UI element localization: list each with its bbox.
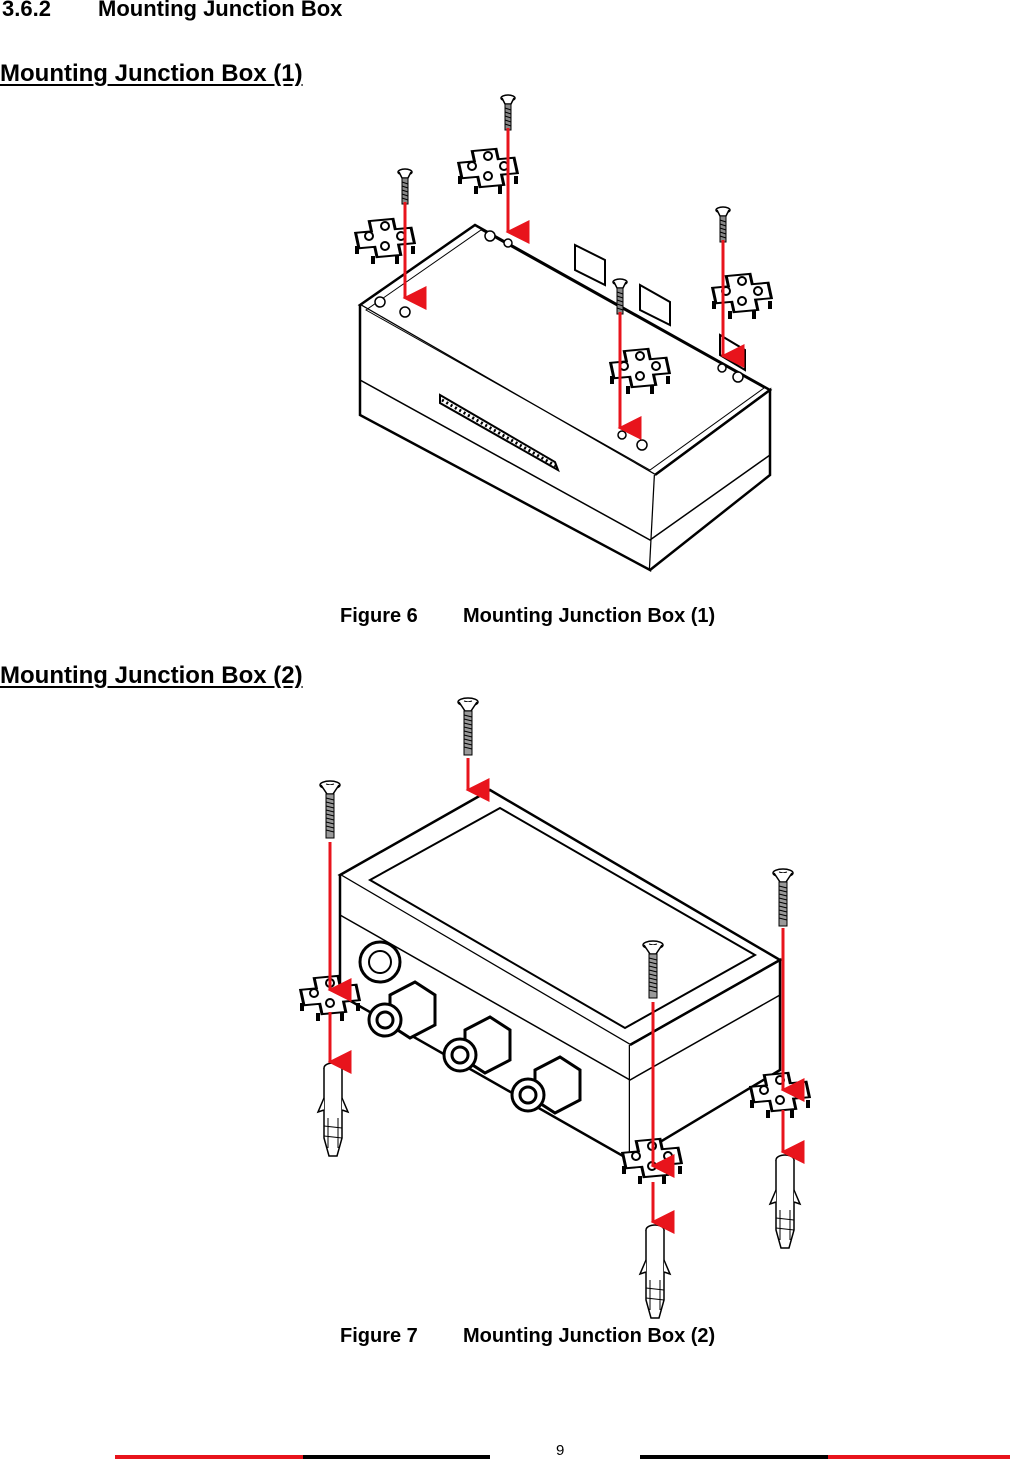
wall-plug xyxy=(317,1062,349,1157)
mounting-bracket xyxy=(351,215,419,266)
figure-6-caption-text: Mounting Junction Box (1) xyxy=(463,605,716,627)
footer-rule-black-right xyxy=(640,1455,828,1459)
screw xyxy=(319,780,341,839)
screw xyxy=(715,206,731,243)
footer-rule-red-right xyxy=(828,1455,1010,1459)
footer-rule-black-left xyxy=(303,1455,490,1459)
figure-7-illustration xyxy=(296,697,814,1319)
junction-box-side-view xyxy=(337,788,783,1163)
screw xyxy=(457,697,479,756)
figure-6-caption-label: Figure 6 xyxy=(340,605,418,627)
mounting-bracket xyxy=(708,270,776,321)
figure-7-heading: Mounting Junction Box (2) xyxy=(0,662,303,689)
direction-arrows xyxy=(402,128,745,440)
junction-box-top-view xyxy=(357,223,773,573)
figure-7-caption-label: Figure 7 xyxy=(340,1325,418,1347)
section-number: 3.6.2 xyxy=(2,0,51,21)
section-title: Mounting Junction Box xyxy=(98,0,343,21)
figure-6-heading: Mounting Junction Box (1) xyxy=(0,60,303,87)
figure-7-caption-text: Mounting Junction Box (2) xyxy=(463,1325,716,1347)
page-number: 9 xyxy=(556,1442,565,1459)
mounting-bracket xyxy=(454,145,522,196)
screw xyxy=(772,868,794,927)
figure-6-illustration xyxy=(351,94,776,573)
screw xyxy=(397,168,413,205)
footer-rule-red-left xyxy=(115,1455,303,1459)
wall-plug xyxy=(769,1154,801,1249)
direction-arrows xyxy=(327,758,805,1234)
wall-plug xyxy=(639,1224,671,1319)
screw xyxy=(500,94,516,131)
